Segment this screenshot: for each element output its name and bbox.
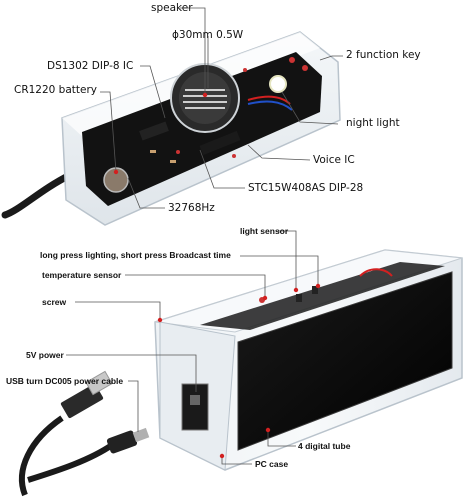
bottom-clock-assembly (18, 249, 463, 497)
label-long-press: long press lighting, short press Broadca… (40, 250, 231, 260)
usb-cable (18, 370, 150, 497)
label-temperature-sensor: temperature sensor (42, 270, 122, 280)
dc-jack (181, 383, 209, 431)
label-ds1302: DS1302 DIP-8 IC (47, 60, 134, 72)
digital-tube-display (237, 271, 453, 451)
label-voice-ic: Voice IC (313, 154, 355, 166)
label-speaker: speaker (151, 2, 193, 14)
label-crystal: 32768Hz (168, 202, 215, 214)
marker-dots (113, 92, 321, 459)
label-pc-case: PC case (255, 459, 289, 469)
label-digital-tube: 4 digital tube (298, 441, 351, 451)
label-light-sensor: light sensor (240, 226, 289, 236)
label-function-key: 2 function key (346, 49, 421, 61)
label-night-light: night light (346, 117, 400, 129)
label-5v-power: 5V power (26, 350, 64, 360)
top-power-cable (1, 171, 74, 219)
night-light-led (269, 75, 287, 93)
label-stc: STC15W408AS DIP-28 (248, 182, 364, 194)
label-usb-cable: USB turn DC005 power cable (6, 376, 124, 386)
label-speaker-spec: ϕ30mm 0.5W (172, 29, 244, 41)
leader-lines (66, 7, 343, 465)
top-clock-assembly (1, 31, 341, 226)
label-screw: screw (42, 297, 67, 307)
label-cr1220: CR1220 battery (14, 84, 98, 96)
